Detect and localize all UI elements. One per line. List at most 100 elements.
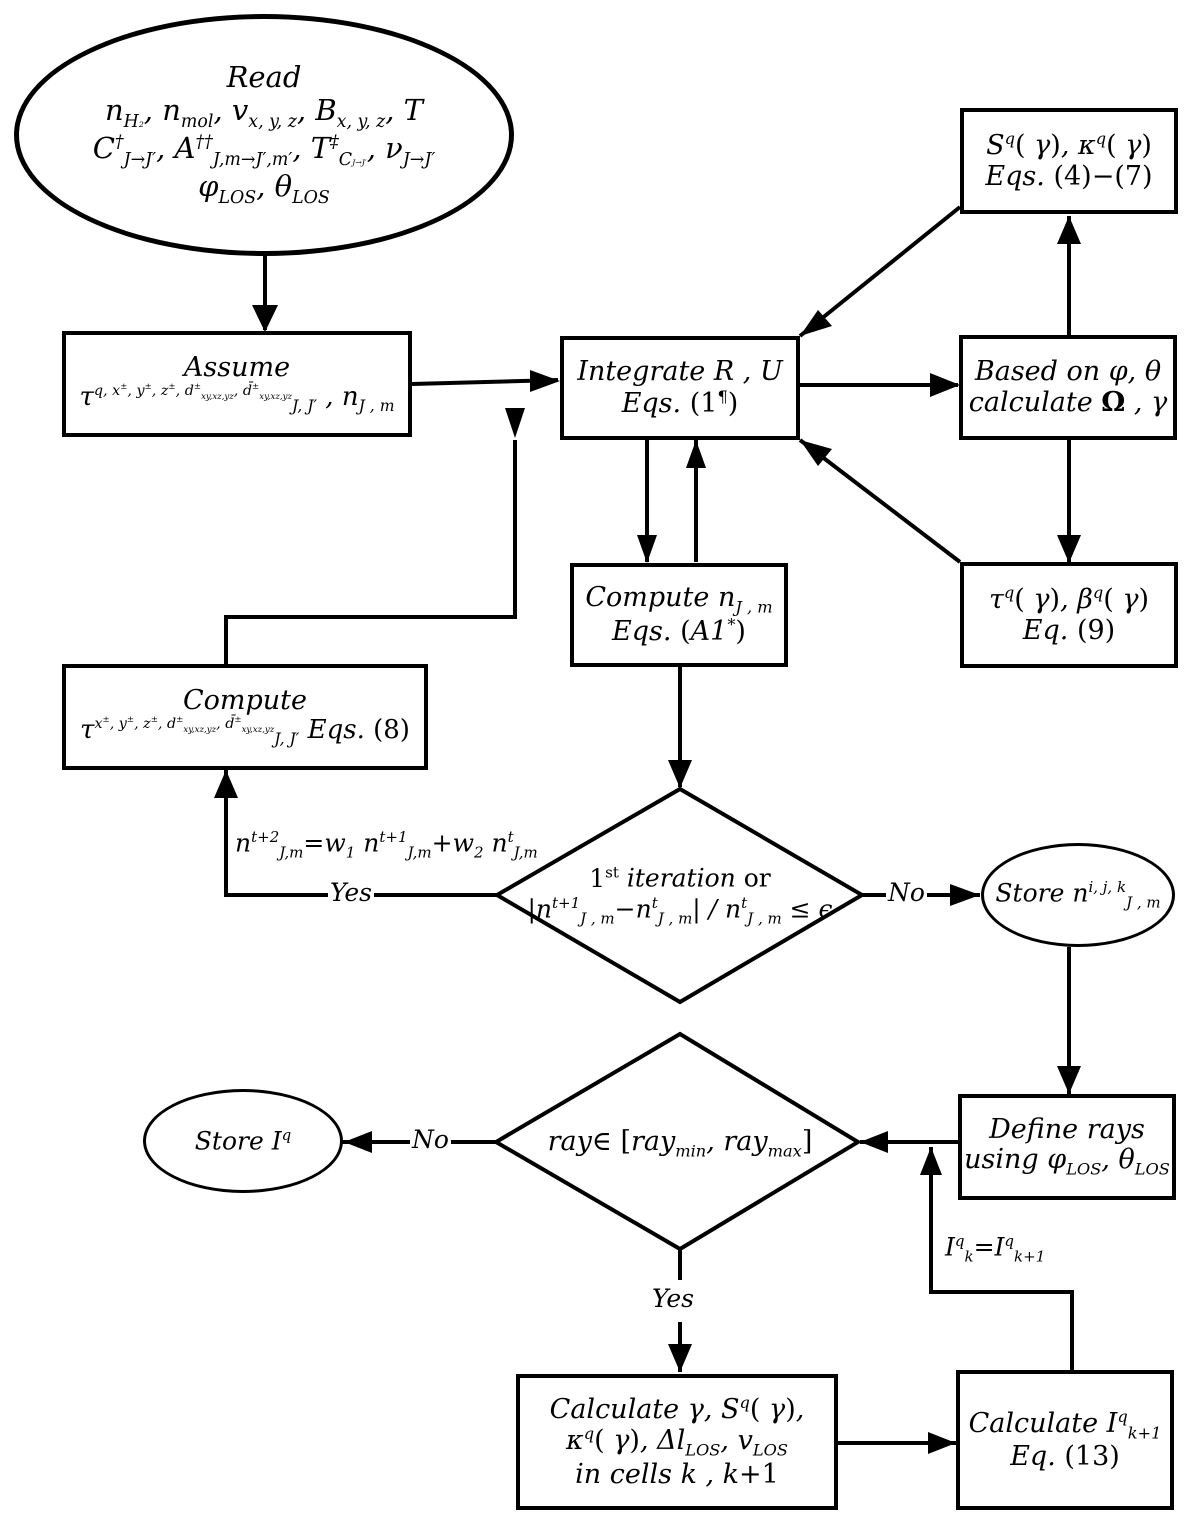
convergence-diamond-shape	[493, 786, 866, 1005]
read-inputs-line-2: C†J→J′, A††J,m→J′,m′, T‡CJ→J′, νJ→J′	[92, 131, 436, 170]
eqs-label: Eqs	[307, 714, 357, 745]
arrowhead	[950, 884, 980, 906]
ray-check-diamond-shape	[492, 1031, 862, 1252]
calc-cells-node: Calculate γ, Sq( γ), κq( γ), ΔlLOS, vLOS…	[516, 1374, 838, 1510]
tau-beta-node: τq( γ), βq( γ) Eq. (9)	[960, 562, 1178, 668]
source-kappa-line-2: Eqs. (4)−(7)	[985, 160, 1153, 192]
convergence-node: 1st iteration or |nt+1J , m−ntJ , m| / n…	[510, 840, 850, 950]
arrowhead	[214, 770, 238, 798]
compute-tau-title: Compute	[182, 684, 308, 716]
no-label-convergence: No	[886, 878, 927, 907]
calculate-label: calculate	[968, 386, 1093, 418]
eq-mark: ¶	[717, 386, 728, 406]
tau-beta-line-1: τq( γ), βq( γ)	[988, 583, 1150, 616]
compute-n-line-2: Eqs. (A1*)	[612, 615, 746, 648]
arrowhead	[800, 440, 832, 466]
edge-source-integrate	[798, 205, 962, 338]
or-label: or	[743, 863, 771, 893]
calc-cells-line-3: in cells k , k+1	[575, 1458, 779, 1490]
assume-node: Assume τq, x±, y±, z±, d±xy,xz,yz, d̄±xy…	[62, 331, 412, 437]
compute-tau-node: Compute τx±, y±, z±, d±xy,xz,yz, d̄±xy,x…	[62, 664, 428, 770]
no-label-ray: No	[410, 1125, 451, 1154]
arrowhead	[1057, 535, 1081, 563]
eq-number: (9)	[1076, 614, 1116, 646]
update-rule-label: nt+2J,m=w1 nt+1J,m+w2 ntJ,m	[235, 828, 538, 862]
store-n-node: Store ni, j, kJ , m	[981, 843, 1175, 947]
store-n-text: Store ni, j, kJ , m	[995, 877, 1161, 912]
convergence-line-1: 1st iteration or	[589, 863, 771, 893]
ray-check-text: ray∈ [raymin, raymax]	[547, 1125, 813, 1160]
arrowhead	[1057, 1066, 1081, 1094]
based-on-node: Based on φ, θ calculate Ω , γ	[959, 335, 1177, 440]
arrowhead	[928, 1432, 956, 1454]
calculate-label: Calculate	[549, 1394, 680, 1425]
arrowhead	[860, 1131, 888, 1153]
in-cells-label: in cells	[575, 1458, 672, 1490]
define-rays-node: Define rays using φLOS, θLOS	[958, 1094, 1176, 1200]
read-node: Read nH2, nmol, vx, y, z, Bx, y, z, T C†…	[14, 14, 514, 256]
based-on-label: Based on	[974, 356, 1101, 388]
yes-label-convergence: Yes	[328, 878, 374, 907]
edge-calc-i-loop	[929, 1147, 1074, 1370]
store-i-text: Store Iq	[194, 1125, 292, 1156]
edge-tau-integrate	[798, 438, 962, 564]
store-i-node: Store Iq	[143, 1089, 343, 1193]
store-label: Store	[995, 878, 1065, 908]
integrate-node: Integrate R , U Eqs. (1¶)	[560, 336, 800, 440]
calc-i-line-1: Calculate Iqk+1	[968, 1406, 1162, 1442]
based-on-line-2: calculate Ω , γ	[968, 386, 1168, 418]
based-on-line-1: Based on φ, θ	[974, 356, 1162, 388]
assume-expression: τq, x±, y±, z±, d±xy,xz,yz, d̄±xy,xz,yzJ…	[79, 381, 395, 415]
compute-label: Compute	[585, 581, 710, 613]
ray-check-node: ray∈ [raymin, raymax]	[515, 1115, 845, 1171]
eq-label: Eq	[1010, 1441, 1048, 1473]
iteration-label: iteration	[626, 863, 736, 893]
read-title: Read	[226, 60, 302, 95]
arrowhead	[920, 1147, 942, 1175]
using-label: using	[964, 1144, 1039, 1176]
eq-number: 1	[700, 387, 718, 419]
assume-title: Assume	[183, 351, 291, 383]
arrowhead	[800, 310, 832, 336]
arrowhead	[668, 760, 692, 788]
define-rays-line-2: using φLOS, θLOS	[964, 1144, 1170, 1179]
calc-i-line-2: Eq. (13)	[1010, 1441, 1120, 1473]
arrowhead	[530, 370, 560, 392]
yes-label-ray: Yes	[652, 1284, 694, 1313]
integrate-line-2: Eqs. (1¶)	[621, 386, 739, 419]
store-label: Store	[194, 1126, 264, 1156]
calc-cells-line-1: Calculate γ, Sq( γ),	[549, 1393, 805, 1425]
source-kappa-line-1: Sq( γ), κq( γ)	[986, 129, 1152, 162]
arrowhead	[252, 305, 278, 332]
arrowhead	[686, 440, 706, 468]
integrate-line-1: Integrate R , U	[577, 356, 783, 388]
arrowhead	[1057, 216, 1081, 244]
edge-compute-tau-integrate	[224, 440, 517, 664]
calc-cells-line-2: κq( γ), ΔlLOS, vLOS	[566, 1424, 788, 1460]
read-inputs-line-3: φLOS, θLOS	[198, 169, 330, 209]
calc-i-node: Calculate Iqk+1 Eq. (13)	[956, 1370, 1174, 1510]
eqs-label: Eqs	[621, 387, 673, 419]
arrowhead	[344, 1131, 372, 1153]
source-kappa-node: Sq( γ), κq( γ) Eqs. (4)−(7)	[960, 108, 1178, 214]
ray-label: ray	[547, 1125, 592, 1157]
intensity-step-label: Iqk=Iqk+1	[945, 1232, 1046, 1266]
eq-number: (8)	[373, 714, 410, 745]
compute-n-node: Compute nJ , m Eqs. (A1*)	[570, 563, 788, 667]
compute-tau-expression: τx±, y±, z±, d±xy,xz,yz, d̄±xy,xz,yzJ, J…	[80, 714, 410, 748]
eqs-label: Eqs	[985, 160, 1037, 192]
eq-range: (4)−(7)	[1053, 160, 1153, 192]
eq-mark: *	[727, 615, 736, 635]
eq-number: (13)	[1064, 1441, 1120, 1473]
compute-n-line-1: Compute nJ , m	[585, 581, 773, 616]
eq-number: A1	[690, 616, 728, 648]
calculate-label: Calculate	[968, 1407, 1099, 1439]
integrate-label: Integrate	[577, 356, 706, 388]
arrowhead	[505, 408, 525, 438]
define-rays-line-1: Define rays	[989, 1114, 1145, 1146]
read-inputs-line-1: nH2, nmol, vx, y, z, Bx, y, z, T	[104, 92, 424, 132]
eq-label: Eq	[1022, 614, 1060, 646]
convergence-line-2: |nt+1J , m−ntJ , m| / ntJ , m ≤ ϵ	[527, 893, 833, 927]
tau-beta-line-2: Eq. (9)	[1022, 614, 1116, 646]
arrowhead	[930, 373, 960, 397]
